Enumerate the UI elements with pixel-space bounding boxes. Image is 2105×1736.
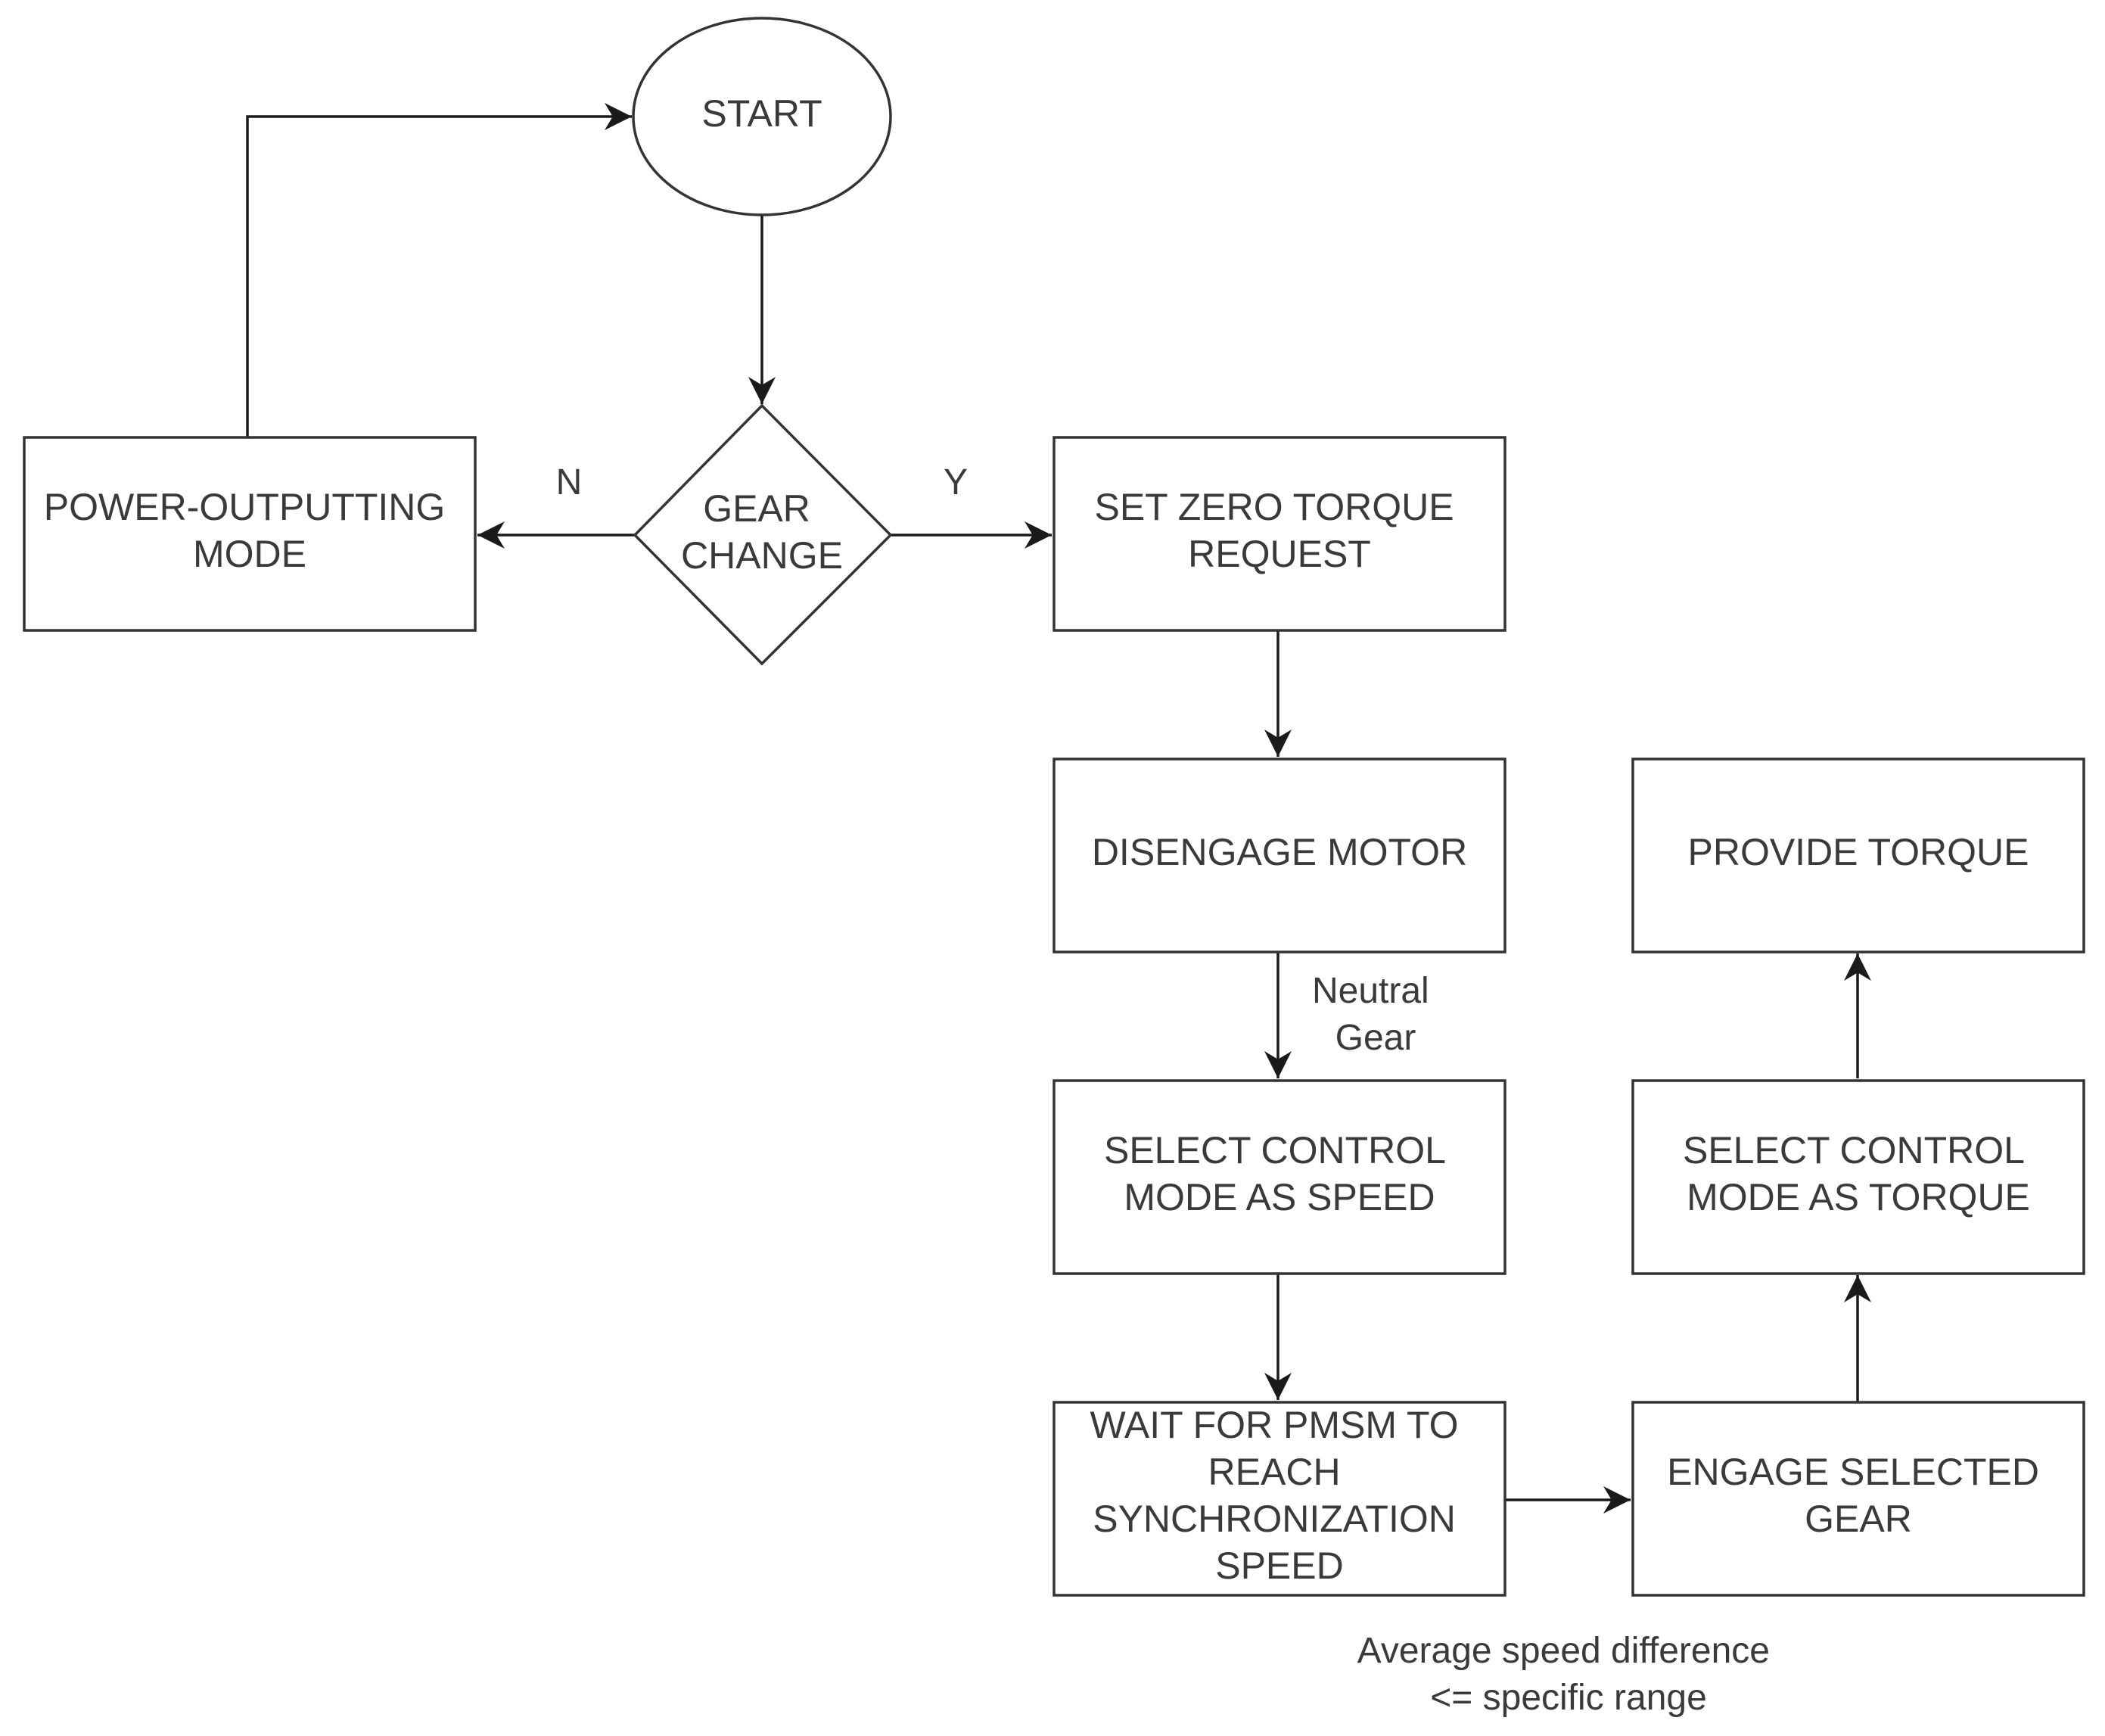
nodes: START GEAR CHANGE POWER-OUTPUTTING MODE … [23, 17, 2085, 1597]
svg-text:SET ZERO TORQUE REQUES: SET ZERO TORQUE REQUEST [1094, 486, 1464, 575]
svg-text:DISENGAGE MOTOR: DISENGAGE MOTOR [1092, 831, 1467, 873]
node-gear-change: GEAR CHANGE [633, 403, 893, 666]
node-power-outputting-mode: POWER-OUTPUTTING MODE [23, 436, 477, 632]
svg-text:PROVIDE TORQUE: PROVIDE TORQUE [1687, 831, 2029, 873]
edge-power-outputting-to-start [246, 103, 632, 437]
edges [246, 103, 1871, 1514]
edge-label-n: N [556, 462, 583, 502]
svg-text:ENGAGE SELECTED GEAR: ENGAGE SELECTED GEAR [1667, 1451, 2050, 1540]
node-select-control-mode-torque: SELECT CONTROL MODE AS TORQUE [1631, 1079, 2085, 1275]
edge-label-neutral-gear: Neutral Gear [1312, 971, 1439, 1058]
svg-text:SELECT CONTROL MODE AS: SELECT CONTROL MODE AS TORQUE [1683, 1129, 2034, 1218]
node-provide-torque: PROVIDE TORQUE [1631, 758, 2085, 954]
node-wait-synchronization-speed: WAIT FOR PMSM TO REACH SYNCHRONIZATION S… [1052, 1401, 1506, 1597]
node-disengage-motor: DISENGAGE MOTOR [1052, 758, 1506, 954]
node-set-zero-torque-request: SET ZERO TORQUE REQUEST [1052, 436, 1506, 632]
edge-labels: N Y Neutral Gear Average speed differenc… [556, 462, 1780, 1718]
node-start: START [632, 17, 892, 216]
node-engage-selected-gear: ENGAGE SELECTED GEAR [1631, 1401, 2085, 1597]
svg-text:POWER-OUTPUTTING MODE: POWER-OUTPUTTING MODE [44, 486, 456, 575]
svg-text:START: START [701, 92, 822, 135]
svg-text:WAIT FOR PMSM TO REACH: WAIT FOR PMSM TO REACH SYNCHRONIZATION S… [1090, 1404, 1469, 1587]
edge-label-speed-difference: Average speed difference <= specific ran… [1357, 1631, 1780, 1718]
edge-label-y: Y [944, 462, 968, 502]
svg-text:SELECT CONTROL MODE AS: SELECT CONTROL MODE AS SPEED [1104, 1129, 1455, 1218]
node-select-control-mode-speed: SELECT CONTROL MODE AS SPEED [1052, 1079, 1506, 1275]
svg-text:GEAR CHANGE: GEAR CHANGE [681, 487, 843, 577]
